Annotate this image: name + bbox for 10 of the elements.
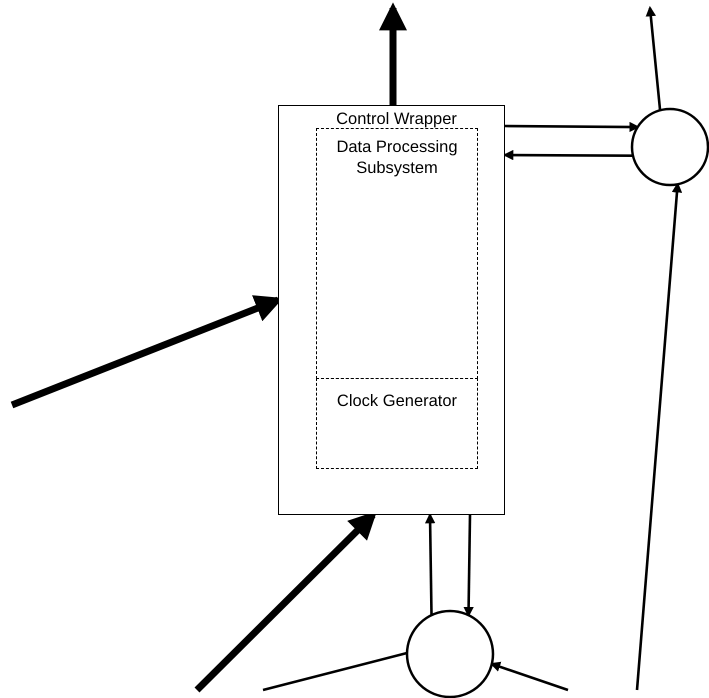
arrow — [646, 6, 662, 110]
subsystem-box — [316, 128, 478, 379]
arrow — [379, 2, 407, 105]
subsystem-label: Clock Generator — [336, 391, 458, 412]
subsystem-label: Data Processing Subsystem — [335, 137, 459, 179]
box-title: Control Wrapper — [335, 110, 458, 129]
subsystem-box — [316, 378, 478, 469]
wrapper-box — [278, 105, 505, 515]
arrow — [505, 122, 640, 132]
arrow — [424, 512, 436, 616]
